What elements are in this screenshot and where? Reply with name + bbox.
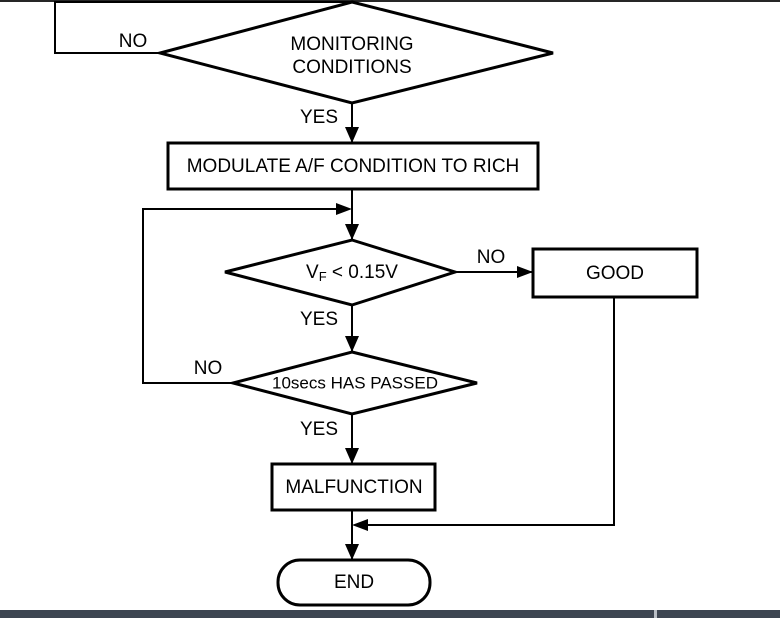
- node-modulate-af-label: MODULATE A/F CONDITION TO RICH: [187, 156, 520, 177]
- node-end-label: END: [334, 572, 374, 593]
- node-vf-threshold-prefix: V: [306, 262, 319, 283]
- connector-vf-no: [455, 266, 533, 278]
- connector-monitoring-yes: [345, 103, 359, 143]
- branch-label-vf-no: NO: [477, 247, 506, 268]
- connector-modulate-to-vf: [345, 189, 359, 240]
- node-monitoring-conditions-line1: MONITORING: [290, 34, 413, 55]
- connector-tensecs-yes: [345, 414, 359, 464]
- node-end[interactable]: END: [276, 558, 432, 607]
- connector-vf-yes: [345, 305, 359, 352]
- node-malfunction[interactable]: MALFUNCTION: [270, 462, 437, 512]
- branch-label-monitoring-no: NO: [119, 31, 148, 52]
- connector-tensecs-no-loop: [142, 203, 352, 384]
- node-malfunction-label: MALFUNCTION: [285, 477, 422, 498]
- node-vf-threshold-label: VF < 0.15V: [306, 262, 398, 284]
- node-ten-secs[interactable]: 10secs HAS PASSED: [227, 350, 478, 416]
- node-ten-secs-label: 10secs HAS PASSED: [272, 373, 438, 392]
- branch-label-tensecs-no: NO: [194, 358, 223, 379]
- connector-good-to-end: [352, 297, 615, 531]
- branch-label-vf-yes: YES: [300, 309, 338, 330]
- node-vf-threshold-subscript: F: [319, 269, 327, 284]
- node-vf-threshold-suffix: < 0.15V: [327, 262, 399, 283]
- node-monitoring-conditions-line2: CONDITIONS: [292, 57, 411, 78]
- node-modulate-af[interactable]: MODULATE A/F CONDITION TO RICH: [166, 141, 540, 191]
- branch-label-tensecs-yes: YES: [300, 419, 338, 440]
- bottom-status-bar: [0, 610, 780, 618]
- node-good[interactable]: GOOD: [531, 247, 699, 299]
- top-edge-line: [0, 0, 780, 2]
- branch-label-monitoring-yes: YES: [300, 107, 338, 128]
- connector-malfunction-to-end: [345, 510, 359, 560]
- node-good-label: GOOD: [586, 263, 644, 284]
- bottom-bar-divider: [654, 610, 657, 618]
- node-vf-threshold[interactable]: VF < 0.15V: [224, 238, 460, 307]
- node-monitoring-conditions[interactable]: MONITORING CONDITIONS: [154, 0, 554, 105]
